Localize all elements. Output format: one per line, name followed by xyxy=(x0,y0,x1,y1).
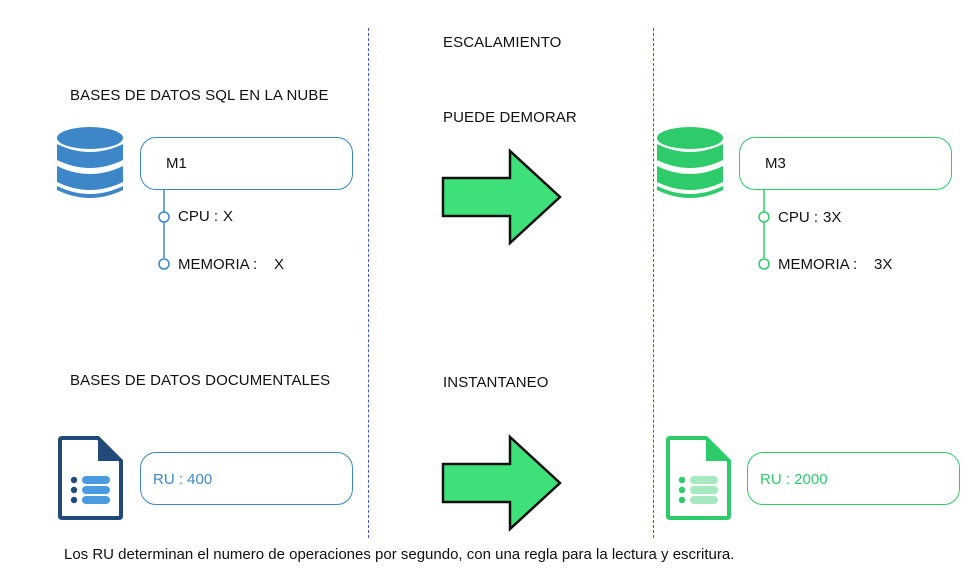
ru-box-target: RU : 2000 xyxy=(747,452,960,505)
ru-value-source: RU : 400 xyxy=(153,471,213,488)
divider-left xyxy=(368,28,369,538)
document-icon-scaled xyxy=(666,436,731,520)
memory-value-m1: X xyxy=(274,256,285,273)
spec-connector-scaled xyxy=(758,190,770,270)
machine-box-m3: M3 xyxy=(739,137,952,190)
database-icon-scaled xyxy=(657,127,723,198)
database-icon xyxy=(57,127,123,198)
scale-arrow-doc xyxy=(441,434,562,532)
cpu-value-m1: X xyxy=(223,208,234,225)
memory-label-m3: MEMORIA : xyxy=(778,256,858,273)
scale-arrow-sql xyxy=(441,148,562,246)
machine-box-m1: M1 xyxy=(140,137,353,190)
cpu-label-m3: CPU : xyxy=(778,209,819,226)
divider-right xyxy=(653,28,654,538)
spec-connector xyxy=(158,190,170,270)
ru-box-source: RU : 400 xyxy=(140,452,353,505)
doc-transition-label: INSTANTANEO xyxy=(443,374,549,391)
cpu-value-m3: 3X xyxy=(823,209,842,226)
sql-section-title: BASES DE DATOS SQL EN LA NUBE xyxy=(70,87,329,104)
ru-value-target: RU : 2000 xyxy=(760,471,828,488)
sql-transition-label: PUEDE DEMORAR xyxy=(443,109,577,126)
cpu-label-m1: CPU : xyxy=(178,208,219,225)
document-icon xyxy=(58,436,123,520)
doc-section-title: BASES DE DATOS DOCUMENTALES xyxy=(70,372,331,389)
scaling-title: ESCALAMIENTO xyxy=(443,34,562,51)
footer-note: Los RU determinan el numero de operacion… xyxy=(64,546,735,563)
machine-label-m1: M1 xyxy=(166,155,187,172)
machine-label-m3: M3 xyxy=(765,155,786,172)
memory-value-m3: 3X xyxy=(874,256,893,273)
memory-label-m1: MEMORIA : xyxy=(178,256,258,273)
